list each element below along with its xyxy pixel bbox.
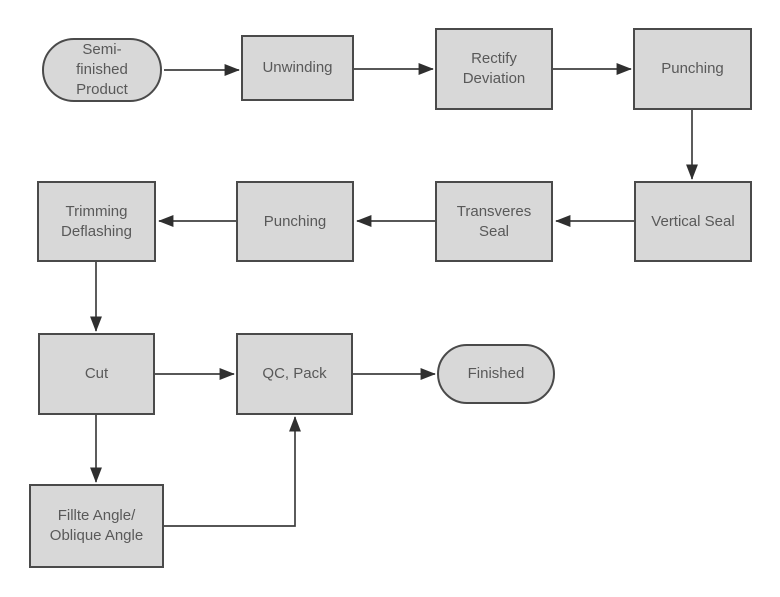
node-punching-1-label: Punching — [661, 60, 724, 78]
node-trimming-deflashing: Trimming Deflashing — [37, 181, 156, 262]
node-rectify-deviation: Rectify Deviation — [435, 28, 553, 110]
node-rectify-deviation-label: Rectify Deviation — [462, 50, 526, 87]
node-transveres-seal: Transveres Seal — [435, 181, 553, 262]
node-unwinding-label: Unwinding — [262, 59, 333, 77]
node-punching-1: Punching — [633, 28, 752, 110]
node-finished-label: Finished — [467, 365, 525, 383]
node-fillte-oblique-angle: Fillte Angle/ Oblique Angle — [29, 484, 164, 568]
connector-fillte-angle-to-qc-pack — [164, 416, 301, 527]
node-unwinding: Unwinding — [241, 35, 354, 101]
node-vertical-seal: Vertical Seal — [634, 181, 752, 262]
node-punching-2: Punching — [236, 181, 354, 262]
node-punching-2-label: Punching — [263, 212, 327, 230]
node-finished: Finished — [437, 344, 555, 404]
node-qc-pack: QC, Pack — [236, 333, 353, 415]
node-semi-finished-product-label: Semi- finished Product — [76, 41, 128, 98]
node-semi-finished-product: Semi- finished Product — [42, 38, 162, 102]
node-fillte-oblique-angle-label: Fillte Angle/ Oblique Angle — [49, 507, 144, 544]
node-trimming-deflashing-label: Trimming Deflashing — [61, 202, 132, 240]
node-cut-label: Cut — [84, 365, 109, 383]
node-cut: Cut — [38, 333, 155, 415]
node-transveres-seal-label: Transveres Seal — [456, 202, 532, 240]
node-qc-pack-label: QC, Pack — [262, 365, 327, 383]
node-vertical-seal-label: Vertical Seal — [651, 212, 735, 230]
